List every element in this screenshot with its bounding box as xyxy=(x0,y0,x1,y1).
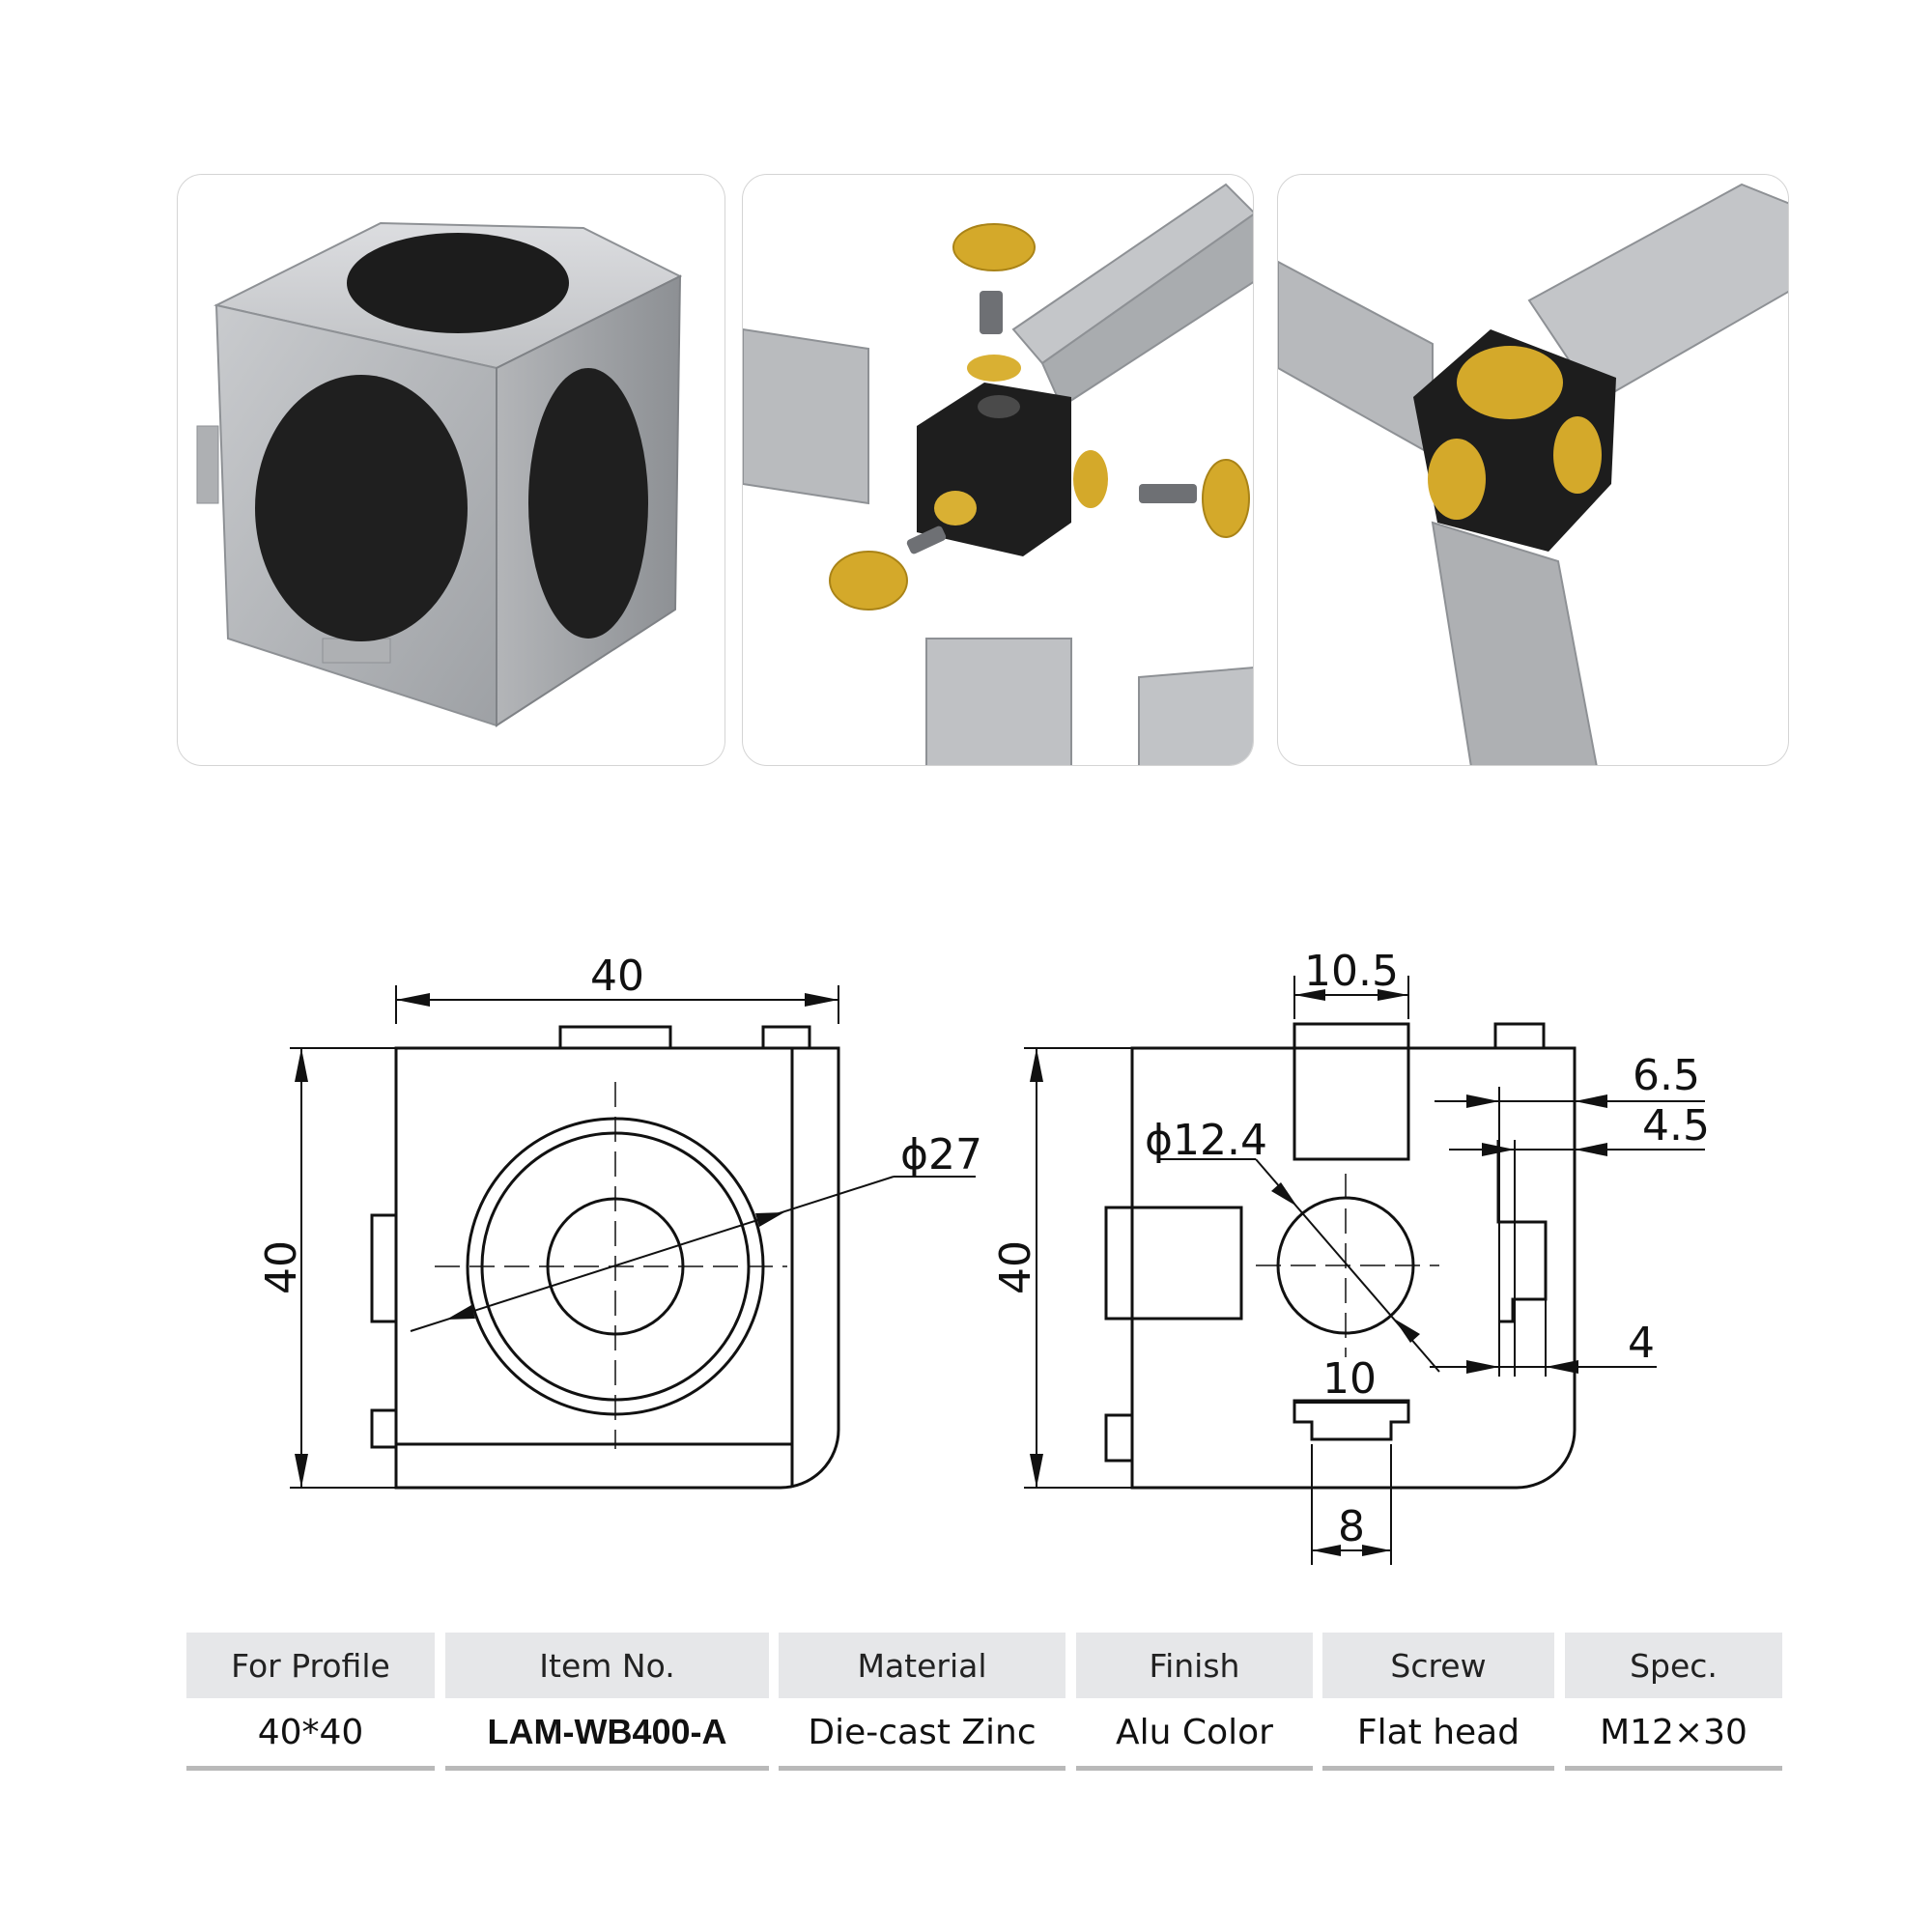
side-right-dimension-4: 4 xyxy=(1628,1319,1655,1368)
spec-column-profile: For Profile 40*40 xyxy=(186,1633,435,1771)
spec-column-material: Material Die-cast Zinc xyxy=(779,1633,1065,1771)
side-view xyxy=(1024,976,1705,1565)
spec-header: Finish xyxy=(1076,1633,1313,1698)
spec-header: For Profile xyxy=(186,1633,435,1698)
side-right-dimension-4-5: 4.5 xyxy=(1642,1101,1710,1151)
spec-value: Die-cast Zinc xyxy=(779,1698,1065,1771)
side-bottom-slot-dimension: 10 xyxy=(1322,1354,1377,1404)
spec-column-finish: Finish Alu Color xyxy=(1076,1633,1313,1771)
front-width-dimension: 40 xyxy=(590,952,644,1001)
photo-assembled-corner xyxy=(1277,174,1789,766)
cube-connector-illustration xyxy=(196,221,683,727)
side-top-slot-dimension: 10.5 xyxy=(1304,947,1399,996)
photo-aluminium-cube-connector xyxy=(177,174,725,766)
photo-exploded-assembly xyxy=(742,174,1254,766)
spec-header: Spec. xyxy=(1565,1633,1782,1698)
spec-value: M12×30 xyxy=(1565,1698,1782,1771)
spec-column-screw: Screw Flat head xyxy=(1322,1633,1554,1771)
spec-header: Item No. xyxy=(445,1633,769,1698)
spec-value: 40*40 xyxy=(186,1698,435,1771)
front-view xyxy=(290,985,976,1490)
side-height-dimension: 40 xyxy=(991,1240,1040,1294)
technical-drawings: 40 40 ϕ27 10.5 40 ϕ12.4 6.5 4.5 4 10 8 xyxy=(257,947,1710,1565)
side-right-dimension-6-5: 6.5 xyxy=(1633,1051,1700,1100)
spec-value: LAM-WB400-A xyxy=(445,1698,769,1771)
assembled-corner-illustration xyxy=(1278,183,1788,765)
front-diameter-label: ϕ27 xyxy=(900,1130,982,1179)
spec-column-item-no: Item No. LAM-WB400-A xyxy=(445,1633,769,1771)
front-height-dimension: 40 xyxy=(257,1240,306,1294)
spec-column-spec: Spec. M12×30 xyxy=(1565,1633,1782,1771)
spec-value: Flat head xyxy=(1322,1698,1554,1771)
exploded-assembly-illustration xyxy=(743,183,1253,765)
side-hole-diameter-label: ϕ12.4 xyxy=(1145,1116,1267,1165)
spec-value: Alu Color xyxy=(1076,1698,1313,1771)
spec-header: Screw xyxy=(1322,1633,1554,1698)
side-bottom-neck-dimension: 8 xyxy=(1338,1502,1365,1551)
spec-header: Material xyxy=(779,1633,1065,1698)
